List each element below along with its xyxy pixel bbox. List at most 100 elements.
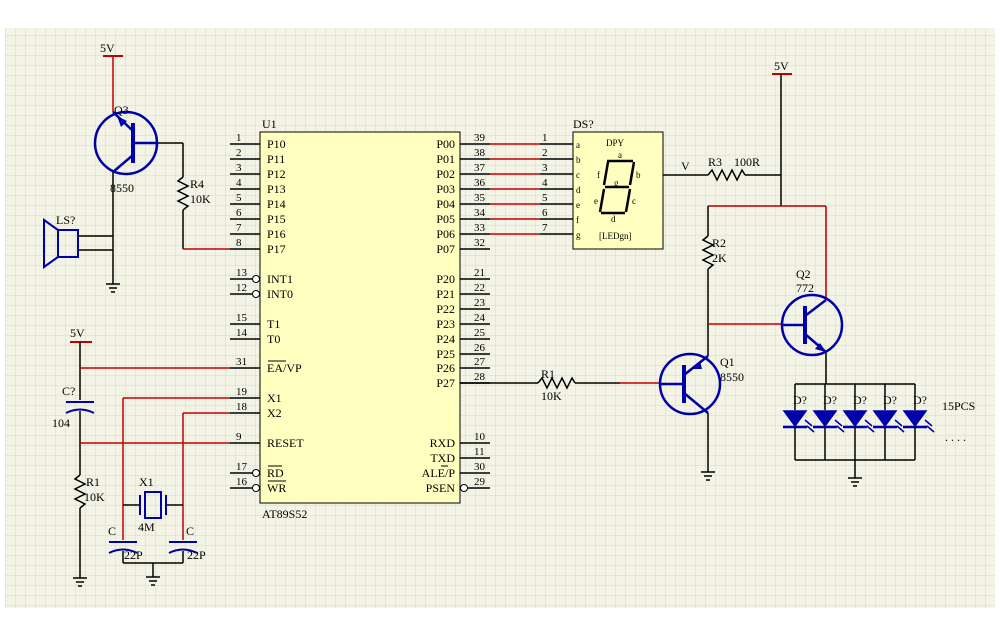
mcu-pin-p16: 7 P16 [230,222,286,241]
mcu-pin-number: 21 [474,267,485,279]
q2-value: 772 [796,281,814,295]
mcu-pin-name: P16 [267,227,286,241]
display-pin-letter: c [576,170,580,180]
r1-reset-value: 10K [84,490,105,504]
led-ref: D? [913,393,927,407]
mcu-pin-number: 34 [474,207,486,219]
mcu-pin-name: ALE/P [422,466,456,480]
mcu-pin-number: 29 [474,476,486,488]
q1-ref: Q1 [720,355,735,369]
mcu-pin-ea-vp: 31 EA/VP [230,356,302,375]
display-title: DPY [606,138,625,148]
display-pin-g: 7g [540,222,581,240]
mcu-pin-name: P01 [436,152,455,166]
c-x1-value: 22P [124,548,143,562]
mcu-pin-name: P04 [436,197,455,211]
mcu-pin-number: 6 [236,207,242,219]
c-x2-ref: C [186,524,194,538]
display-pin-number: 5 [542,192,548,204]
mcu-pin-number: 36 [474,177,486,189]
mcu-pin-name: P03 [436,182,455,196]
r3-ref: R3 [708,155,722,169]
mcu-pin-number: 17 [236,461,248,473]
display-ref: DS? [573,117,594,131]
led-array: D?D?D?D?D? [782,384,935,460]
display-supply-label: V [681,159,690,173]
r4-ref: R4 [190,177,204,191]
display-pin-e: 5e [540,192,580,210]
mcu-pin-number: 4 [236,177,242,189]
mcu-pin-name: RESET [267,436,304,450]
mcu-pin-number: 23 [474,297,486,309]
mcu-pin-name: T0 [267,332,280,346]
mcu-pin-name: P22 [436,302,455,316]
display-pin-number: 1 [542,132,548,144]
mcu-pin-number: 31 [236,356,247,368]
r4-value: 10K [190,192,211,206]
mcu-pin-number: 7 [236,222,242,234]
mcu-pin-name: T1 [267,317,280,331]
mcu-pin-number: 28 [474,371,486,383]
mcu-pin-name: X1 [267,391,282,405]
mcu-pin-number: 13 [236,267,248,279]
mcu-pin-name: X2 [267,406,282,420]
mcu-pin-number: 5 [236,192,242,204]
display-pin-letter: f [576,215,579,225]
display-pin-number: 2 [542,147,548,159]
mcu-pin-number: 26 [474,342,486,354]
capacitor-reset: C? 104 [52,384,95,430]
mcu-pin-number: 16 [236,476,248,488]
display-body [572,131,664,250]
mcu-right-pins: 39P0038P0137P0236P0335P0434P0533P0632P07… [422,132,540,495]
q1-value: 8550 [720,370,744,384]
capacitor-x2: C 22P [168,524,206,562]
mcu-body [259,131,461,504]
c-x2-value: 22P [187,548,206,562]
display-pin-c: 3c [540,162,580,180]
mcu-pin-name: RD [267,466,284,480]
led-ref: D? [883,393,897,407]
q3-ref: Q3 [114,103,129,117]
r2-ref: R2 [712,236,726,250]
mcu-pin-number: 25 [474,327,486,339]
r1-reset-ref: R1 [86,475,100,489]
r1-base-ref: R1 [541,367,555,381]
r1-base-value: 10K [541,389,562,403]
mcu-pin-number: 19 [236,386,248,398]
led-diode: D? [902,384,935,460]
display-pin-letter: d [576,185,581,195]
mcu-pin-number: 32 [474,237,485,249]
c-reset-value: 104 [52,416,70,430]
led-diode: D? [872,384,905,460]
led-ref: D? [793,393,807,407]
c-reset-ref: C? [62,384,75,398]
mcu-pin-number: 38 [474,147,486,159]
display-pin-letter: b [576,155,581,165]
q2-transistor: Q2 772 [780,267,844,357]
c-x1-ref: C [108,524,116,538]
mcu-pin-name: P15 [267,212,286,226]
mcu-pin-number: 8 [236,237,242,249]
mcu-pin-number: 33 [474,222,486,234]
mcu-pin-number: 22 [474,282,485,294]
mcu-pin-name: EA/VP [267,361,302,375]
mcu-pin-name: P10 [267,137,286,151]
mcu-pin-name: P27 [436,376,455,390]
led-count-label: 15PCS [942,399,975,413]
mcu-pin-p15: 6 P15 [230,207,286,226]
